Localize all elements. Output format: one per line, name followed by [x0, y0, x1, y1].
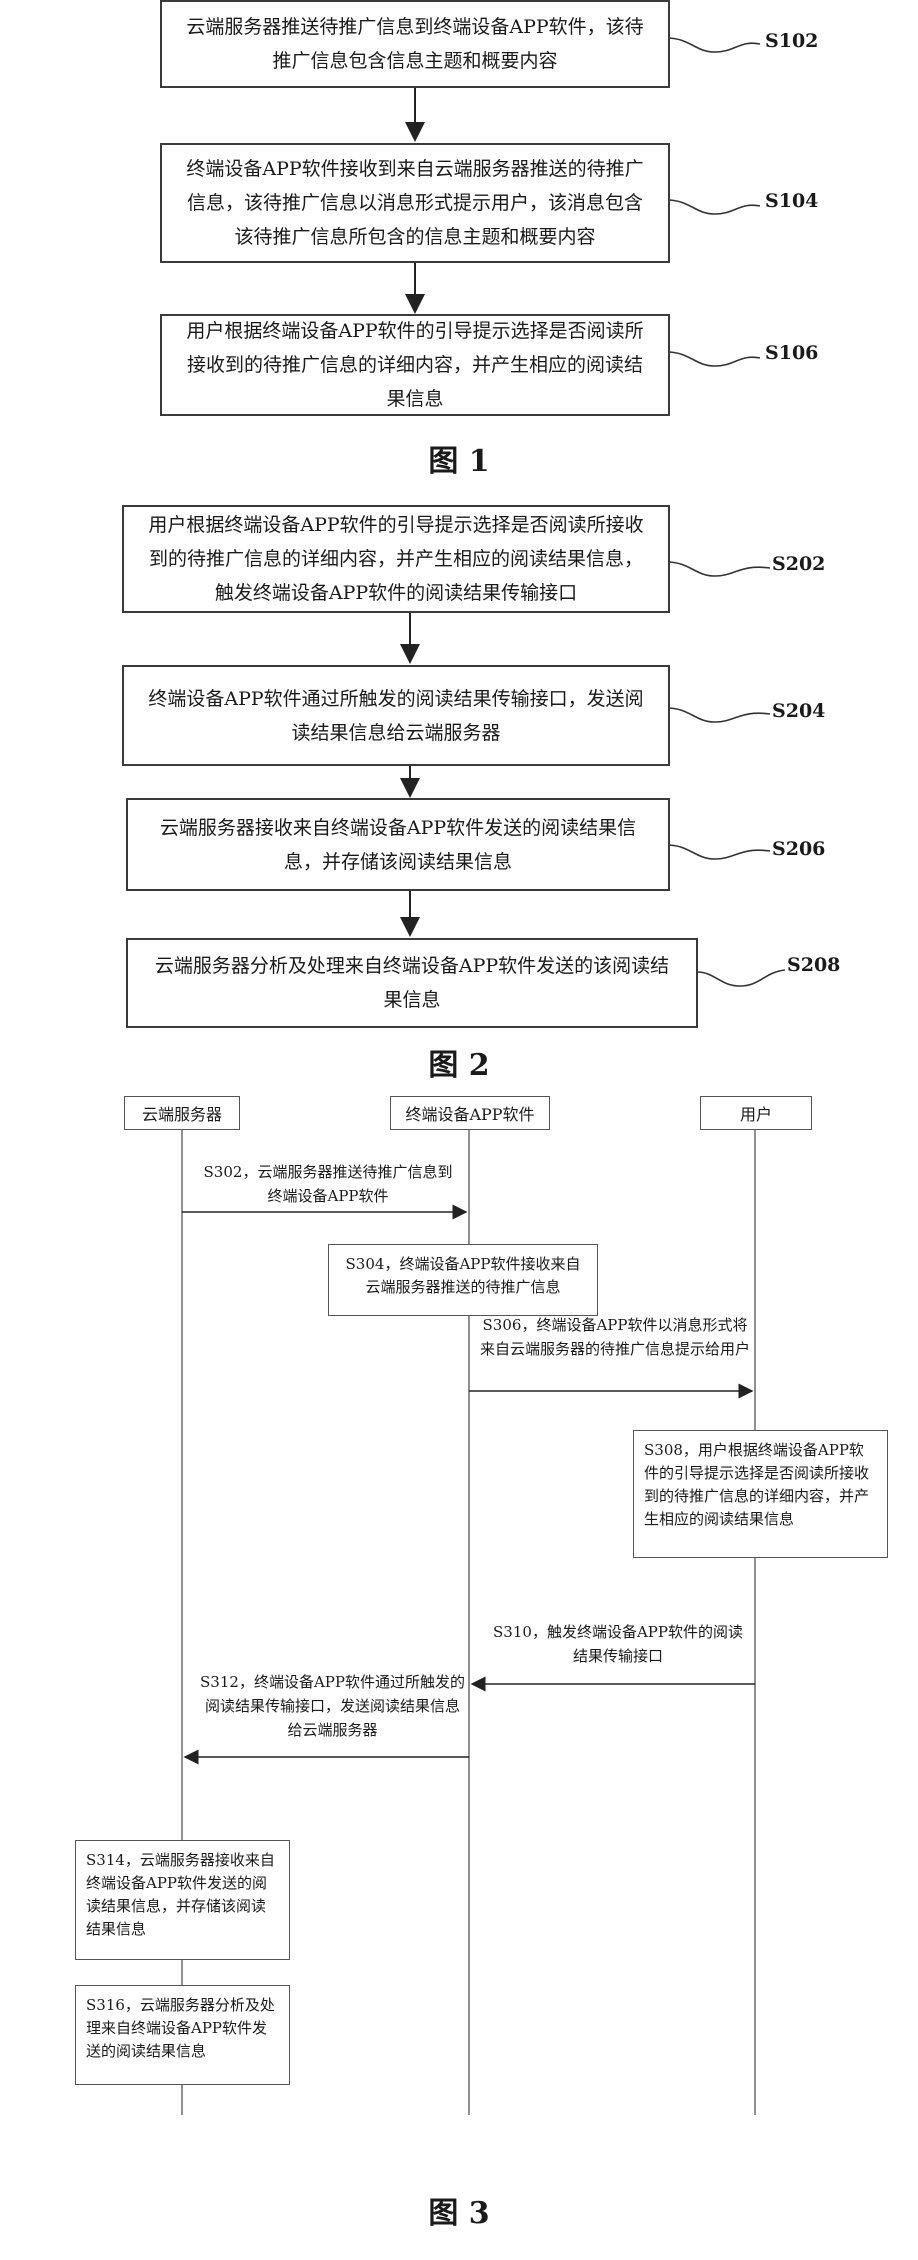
actor-user: 用户 [700, 1096, 812, 1130]
fig2-step-s206-text: 云端服务器接收来自终端设备APP软件发送的阅读结果信息，并存储该阅读结果信息 [159, 816, 637, 873]
step-s316-text: S316，云端服务器分析及处理来自终端设备APP软件发送的阅读结果信息 [86, 1996, 275, 2060]
step-s314-box: S314，云端服务器接收来自终端设备APP软件发送的阅读结果信息，并存储该阅读结… [75, 1840, 290, 1960]
fig2-squiggle-4 [696, 969, 786, 987]
fig1-label-s104: S104 [765, 190, 819, 212]
step-s308-box: S308，用户根据终端设备APP软件的引导提示选择是否阅读所接收到的待推广信息的… [633, 1430, 888, 1558]
fig2-step-s204-text: 终端设备APP软件通过所触发的阅读结果传输接口，发送阅读结果信息给云端服务器 [148, 687, 644, 744]
msg-s312-label: S312，终端设备APP软件通过所触发的阅读结果传输接口，发送阅读结果信息给云端… [200, 1673, 465, 1739]
fig1-squiggle-3 [666, 351, 761, 367]
msg-s306-label: S306，终端设备APP软件以消息形式将来自云端服务器的待推广信息提示给用户 [480, 1316, 751, 1358]
fig1-step-s104: 终端设备APP软件接收到来自云端服务器推送的待推广信息，该待推广信息以消息形式提… [160, 143, 670, 263]
msg-s302-label: S302，云端服务器推送待推广信息到终端设备APP软件 [203, 1163, 453, 1205]
actor-cloud-server: 云端服务器 [124, 1096, 240, 1130]
step-s304-text: S304，终端设备APP软件接收来自云端服务器推送的待推广信息 [345, 1255, 581, 1296]
fig2-step-s208-text: 云端服务器分析及处理来自终端设备APP软件发送的该阅读结果信息 [154, 955, 670, 1011]
actor-app: 终端设备APP软件 [390, 1096, 550, 1130]
fig1-squiggle-1 [666, 37, 761, 53]
fig1-step-s106-text: 用户根据终端设备APP软件的引导提示选择是否阅读所接收到的待推广信息的详细内容，… [186, 320, 644, 410]
fig3-caption: 图 3 [428, 2196, 490, 2231]
fig1-step-s104-text: 终端设备APP软件接收到来自云端服务器推送的待推广信息，该待推广信息以消息形式提… [186, 158, 644, 248]
fig2-step-s202: 用户根据终端设备APP软件的引导提示选择是否阅读所接收到的待推广信息的详细内容，… [122, 505, 670, 613]
fig1-step-s102-text: 云端服务器推送待推广信息到终端设备APP软件，该待推广信息包含信息主题和概要内容 [186, 16, 644, 72]
fig2-caption: 图 2 [428, 1048, 490, 1083]
fig2-squiggle-1 [666, 561, 771, 577]
fig1-step-s106: 用户根据终端设备APP软件的引导提示选择是否阅读所接收到的待推广信息的详细内容，… [160, 314, 670, 416]
step-s314-text: S314，云端服务器接收来自终端设备APP软件发送的阅读结果信息，并存储该阅读结… [86, 1851, 275, 1938]
fig1-caption: 图 1 [428, 444, 490, 479]
step-s304-box: S304，终端设备APP软件接收来自云端服务器推送的待推广信息 [328, 1244, 598, 1316]
step-s316-box: S316，云端服务器分析及处理来自终端设备APP软件发送的阅读结果信息 [75, 1985, 290, 2085]
fig2-squiggle-3 [666, 844, 771, 860]
fig2-step-s206: 云端服务器接收来自终端设备APP软件发送的阅读结果信息，并存储该阅读结果信息 [126, 798, 670, 891]
fig2-step-s202-text: 用户根据终端设备APP软件的引导提示选择是否阅读所接收到的待推广信息的详细内容，… [148, 514, 644, 604]
fig1-squiggle-2 [666, 199, 761, 215]
fig2-squiggle-2 [666, 707, 771, 723]
fig2-label-s204: S204 [772, 700, 826, 722]
fig2-label-s208: S208 [787, 954, 841, 976]
msg-s310-label: S310，触发终端设备APP软件的阅读结果传输接口 [493, 1623, 743, 1665]
fig2-step-s208: 云端服务器分析及处理来自终端设备APP软件发送的该阅读结果信息 [126, 938, 698, 1028]
step-s308-text: S308，用户根据终端设备APP软件的引导提示选择是否阅读所接收到的待推广信息的… [644, 1441, 870, 1528]
fig2-label-s206: S206 [772, 838, 826, 860]
fig2-label-s202: S202 [772, 553, 826, 575]
fig1-step-s102: 云端服务器推送待推广信息到终端设备APP软件，该待推广信息包含信息主题和概要内容 [160, 0, 670, 88]
fig2-step-s204: 终端设备APP软件通过所触发的阅读结果传输接口，发送阅读结果信息给云端服务器 [122, 665, 670, 766]
fig1-label-s102: S102 [765, 30, 819, 52]
fig1-label-s106: S106 [765, 342, 819, 364]
